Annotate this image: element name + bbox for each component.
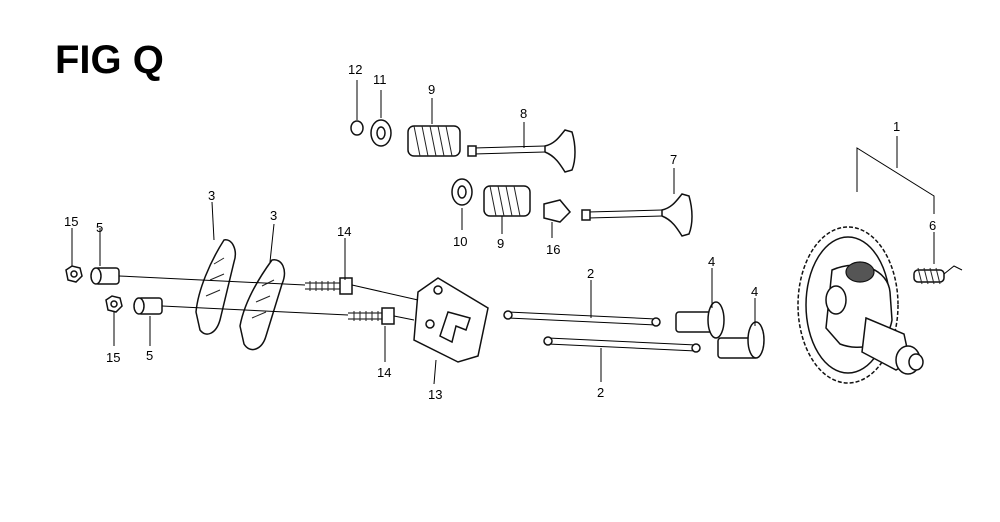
callout-3-left: 3: [208, 188, 215, 203]
retainer-10: [451, 178, 473, 206]
callout-2-upper: 2: [587, 266, 594, 281]
callout-5-lower: 5: [146, 348, 153, 363]
callout-6: 6: [929, 218, 936, 233]
pivot-bolt-lower: [348, 307, 395, 325]
callout-15-lower: 15: [106, 350, 120, 365]
cap-12: [350, 120, 364, 136]
guide-plate-13: [413, 277, 489, 363]
callout-12: 12: [348, 62, 362, 77]
tappet-upper: [675, 301, 725, 339]
callout-4-lower: 4: [751, 284, 758, 299]
bracket-1: [856, 147, 935, 214]
pivot-lower: [133, 297, 163, 315]
retainer-11: [370, 119, 392, 147]
callout-11: 11: [373, 72, 387, 87]
callout-1: 1: [893, 119, 900, 134]
callout-5-upper: 5: [96, 220, 103, 235]
rocker-arm-right: [239, 259, 286, 351]
callout-15-upper: 15: [64, 214, 78, 229]
callout-9-upper: 9: [428, 82, 435, 97]
callout-4-upper: 4: [708, 254, 715, 269]
callout-16: 16: [546, 242, 560, 257]
tappet-lower: [717, 321, 765, 359]
pivot-bolt-upper: [305, 277, 353, 295]
figure-title: FIG Q: [55, 38, 164, 82]
callout-9-lower: 9: [497, 236, 504, 251]
nut-lower: [105, 295, 123, 313]
spring-upper: [407, 125, 461, 157]
callout-2-lower: 2: [597, 385, 604, 400]
valve-lower: [581, 193, 693, 237]
callout-7: 7: [670, 152, 677, 167]
pivot-upper: [90, 267, 120, 285]
seal-16: [543, 199, 572, 223]
camshaft-gear: [797, 226, 924, 384]
decompressor-spring: [913, 265, 963, 285]
nut-upper: [65, 265, 83, 283]
callout-10: 10: [453, 234, 467, 249]
spring-lower: [483, 185, 531, 217]
callout-14-lower: 14: [377, 365, 391, 380]
push-rod-upper: [503, 310, 661, 327]
callout-13: 13: [428, 387, 442, 402]
rocker-arm-left: [195, 239, 236, 335]
callout-8: 8: [520, 106, 527, 121]
callout-3-right: 3: [270, 208, 277, 223]
push-rod-lower: [543, 336, 701, 353]
valve-upper: [467, 129, 576, 173]
callout-14-upper: 14: [337, 224, 351, 239]
